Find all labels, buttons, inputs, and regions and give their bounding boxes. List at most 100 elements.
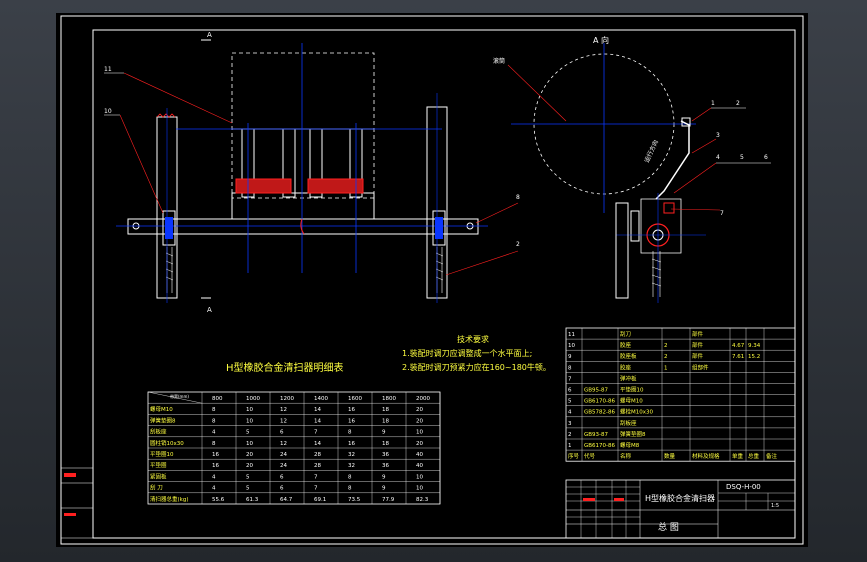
- spec-cell: 20: [416, 407, 423, 413]
- front-view: A A: [104, 31, 520, 314]
- spec-cell: 5: [246, 430, 250, 436]
- spec-cell: 73.5: [348, 497, 361, 503]
- spec-cell: 8: [212, 407, 216, 413]
- spec-cell: 7: [314, 430, 318, 436]
- spec-cell: 16: [212, 452, 219, 458]
- title-block: H型橡胶合金清扫器 DSQ-H-00 1:5 总 图: [565, 479, 796, 539]
- spec-cell: 36: [382, 463, 389, 469]
- callout-label: 2: [736, 100, 740, 107]
- callout-label: 6: [764, 154, 768, 161]
- spec-cell: 61.3: [246, 497, 259, 503]
- spec-cell: 8: [212, 441, 216, 447]
- parts-cell: 弹冲板: [620, 374, 637, 382]
- parts-header: 总重: [748, 452, 760, 460]
- parts-cell: 平垫圈10: [620, 386, 644, 394]
- parts-cell: GB5782-86: [584, 410, 616, 416]
- parts-cell: 胶座板: [620, 352, 637, 360]
- drawing-canvas[interactable]: A A: [56, 13, 808, 547]
- spec-row-label: 弹簧垫圈8: [150, 416, 176, 424]
- callout-label: 4: [716, 154, 720, 161]
- parts-cell: 部件: [692, 341, 704, 349]
- spec-cell: 5: [246, 474, 250, 480]
- spec-cell: 7: [314, 486, 318, 492]
- spec-cell: 18: [382, 418, 389, 424]
- callout-label: 2: [516, 241, 520, 248]
- product-name: H型橡胶合金清扫器: [645, 493, 715, 503]
- parts-cell: 组部件: [692, 363, 709, 371]
- spec-cell: 20: [416, 441, 423, 447]
- spec-cell: 16: [348, 441, 355, 447]
- spec-cell: 10: [416, 486, 423, 492]
- parts-cell: 2: [664, 343, 668, 349]
- spec-cell: 10: [416, 430, 423, 436]
- spec-cell: 4: [212, 430, 216, 436]
- drawing-no: DSQ-H-00: [726, 483, 761, 491]
- spec-cell: 14: [314, 407, 321, 413]
- parts-header: 材料及规格: [692, 452, 720, 460]
- spec-cell: 6: [280, 430, 284, 436]
- parts-header: 数量: [664, 452, 676, 460]
- drum-label: 滚筒: [493, 57, 505, 65]
- callout-label: 10: [104, 108, 112, 115]
- spec-header: 1400: [314, 396, 328, 402]
- spec-corner: 带宽(mm): [170, 393, 189, 399]
- tech-line: 2.装配时调刀预紧力应在160~180牛顿。: [402, 362, 551, 372]
- parts-cell: 螺母M8: [620, 441, 640, 449]
- spec-cell: 18: [382, 441, 389, 447]
- spec-row-label: 圆柱销10x30: [150, 439, 184, 447]
- parts-cell: 7: [568, 376, 572, 382]
- parts-cell: 4.67: [732, 343, 745, 349]
- spec-cell: 32: [348, 452, 355, 458]
- spec-cell: 12: [280, 407, 287, 413]
- spec-cell: 20: [246, 463, 253, 469]
- parts-cell: GB6170-86: [584, 399, 616, 405]
- parts-cell: 6: [568, 388, 572, 394]
- spec-cell: 10: [246, 407, 253, 413]
- spec-header: 2000: [416, 396, 430, 402]
- callout-label: 8: [516, 194, 520, 201]
- spec-row-label: 螺母M10: [150, 405, 173, 413]
- spec-row-label: 平垫圈10: [150, 450, 174, 458]
- spec-header: 1600: [348, 396, 362, 402]
- scale: 1:5: [771, 503, 779, 509]
- parts-cell: 10: [568, 343, 575, 349]
- spec-cell: 6: [280, 486, 284, 492]
- spec-cell: 18: [382, 407, 389, 413]
- spec-header: 1200: [280, 396, 294, 402]
- section-mark: A: [207, 31, 212, 39]
- parts-cell: 4: [568, 410, 572, 416]
- parts-cell: 胶座: [620, 363, 632, 371]
- spec-title: H型橡胶合金清扫器明细表: [226, 361, 344, 374]
- spec-cell: 9: [382, 474, 386, 480]
- parts-cell: GB93-87: [584, 432, 609, 438]
- spec-cell: 4: [212, 486, 216, 492]
- parts-cell: 1: [568, 443, 572, 449]
- spec-cell: 8: [348, 430, 352, 436]
- spec-cell: 28: [314, 463, 321, 469]
- rubber-blade: [235, 178, 292, 194]
- spec-header: 1000: [246, 396, 260, 402]
- parts-header: 名称: [620, 452, 632, 460]
- spec-cell: 10: [416, 474, 423, 480]
- spec-cell: 10: [246, 441, 253, 447]
- spec-cell: 55.6: [212, 497, 225, 503]
- spec-cell: 12: [280, 441, 287, 447]
- parts-cell: 刮刀: [620, 330, 631, 338]
- spec-cell: 12: [280, 418, 287, 424]
- section-mark: A: [207, 306, 212, 314]
- spec-row-label: 平垫圈: [150, 461, 167, 469]
- tech-requirements: 技术要求 1.装配时调刀应调整成一个水平面上; 2.装配时调刀预紧力应在160~…: [402, 334, 551, 372]
- tech-title: 技术要求: [457, 334, 489, 344]
- spec-cell: 64.7: [280, 497, 293, 503]
- parts-cell: 部件: [692, 330, 704, 338]
- spec-cell: 10: [246, 418, 253, 424]
- callout-label: 5: [740, 154, 744, 161]
- parts-cell: 7.61: [732, 354, 744, 360]
- spec-cell: 40: [416, 452, 423, 458]
- spec-cell: 82.3: [416, 497, 429, 503]
- spec-cell: 24: [280, 463, 287, 469]
- parts-cell: 11: [568, 332, 575, 338]
